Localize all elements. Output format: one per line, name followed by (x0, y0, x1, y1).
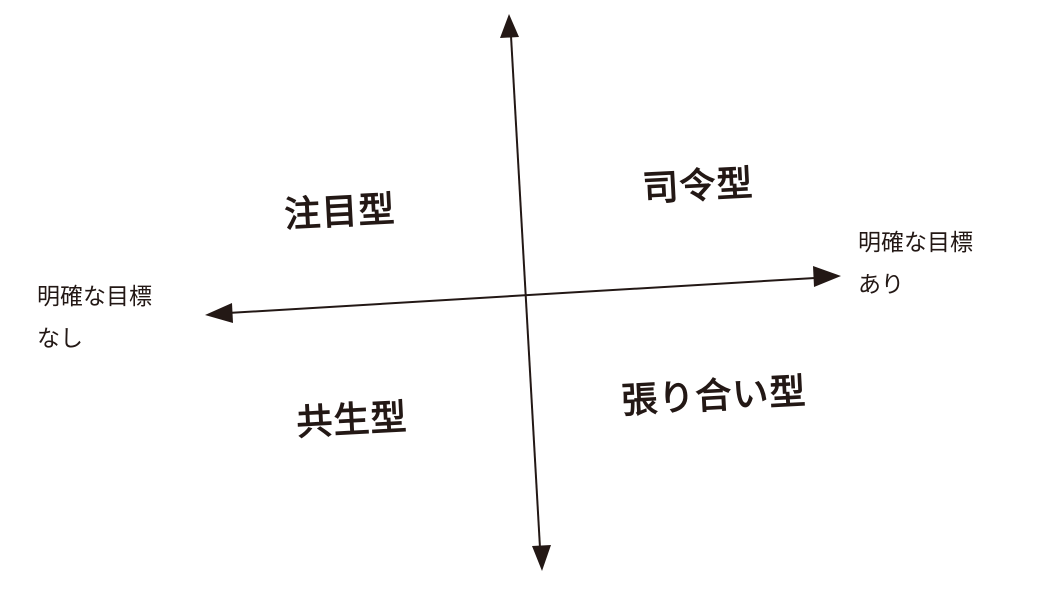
horizontal-axis (205, 266, 841, 323)
axis-right-label-line1: 明確な目標 (858, 230, 973, 256)
vertical-axis (500, 14, 551, 571)
quadrant-bottom-right-label: 張り合い型 (620, 371, 808, 422)
arrow-down-icon (532, 545, 551, 571)
quadrant-bottom-left-label: 共生型 (295, 397, 409, 444)
quadrant-top-left-label: 注目型 (283, 189, 397, 236)
axis-right-label: 明確な目標 あり (858, 222, 973, 306)
axis-left-label: 明確な目標 なし (37, 276, 152, 360)
quadrant-top-right-label: 司令型 (641, 163, 755, 210)
axis-left-label-line2: なし (37, 326, 83, 352)
axis-right-label-line2: あり (858, 272, 904, 298)
arrow-right-icon (813, 266, 841, 287)
arrow-left-icon (205, 303, 233, 323)
axis-left-label-line1: 明確な目標 (37, 284, 152, 310)
arrow-up-icon (500, 14, 519, 38)
